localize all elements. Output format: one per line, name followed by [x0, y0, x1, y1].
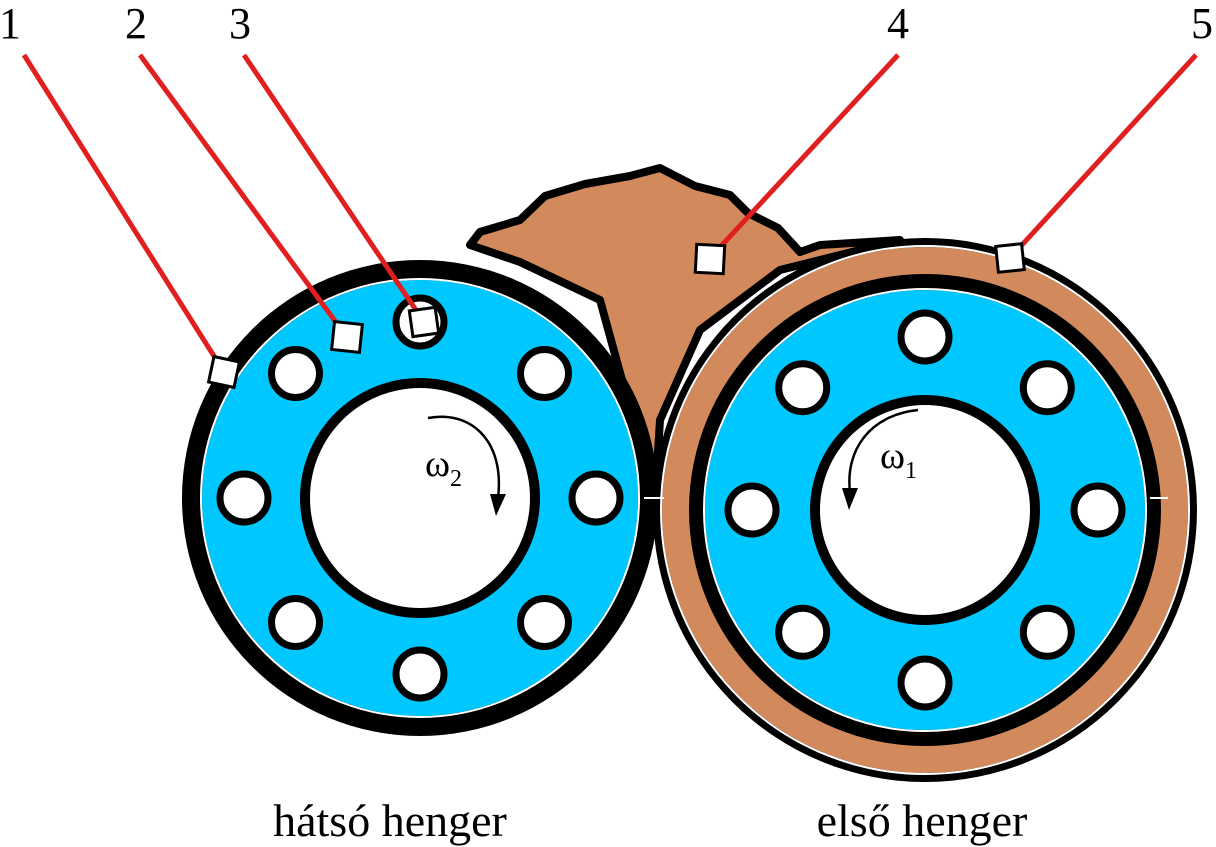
rear-roll [182, 260, 658, 736]
marker-2 [329, 319, 365, 355]
callout-1: 1 [0, 0, 21, 48]
callout-2: 2 [125, 0, 147, 48]
front-omega-label: ω1 [880, 435, 917, 484]
front-roll [653, 238, 1197, 782]
rear-omega-label: ω2 [425, 443, 462, 492]
front-rotation-arrow [842, 408, 919, 510]
rear-roll-label: hátsó henger [273, 795, 507, 846]
leader-line-3 [241, 53, 427, 324]
leader-line-4 [708, 53, 900, 260]
front-roll-hole-1 [897, 309, 953, 365]
marker-1 [206, 354, 242, 390]
rear-roll-hole-6 [268, 595, 323, 650]
leader-line-2 [137, 53, 349, 338]
rear-roll-hole-3 [568, 470, 624, 526]
rear-roll-hole-7 [216, 470, 272, 526]
leader-line-5 [1008, 53, 1198, 260]
callout-3: 3 [229, 0, 251, 48]
rear-rotation-arrow [427, 415, 506, 516]
marker-4 [693, 242, 727, 276]
leader-line-1 [21, 53, 227, 374]
front-roll-hole-6 [775, 604, 831, 660]
rear-roll-hole-2 [517, 346, 572, 401]
front-roll-hole-4 [1019, 604, 1075, 660]
front-roll-hole-2 [1019, 360, 1075, 416]
rear-roll-hole-4 [517, 595, 572, 650]
front-roll-label: első henger [817, 795, 1028, 846]
callout-5: 5 [1191, 0, 1213, 48]
front-roll-hole-7 [724, 482, 780, 538]
front-roll-hole-3 [1070, 482, 1126, 538]
rear-roll-hole-8 [268, 346, 323, 401]
front-roll-cooling-holes [724, 309, 1126, 711]
rear-roll-hole-5 [392, 646, 448, 702]
marker-5 [994, 242, 1026, 274]
front-roll-hole-8 [775, 360, 831, 416]
front-roll-hole-5 [897, 655, 953, 711]
marker-3 [407, 305, 441, 339]
callout-4: 4 [887, 0, 909, 48]
